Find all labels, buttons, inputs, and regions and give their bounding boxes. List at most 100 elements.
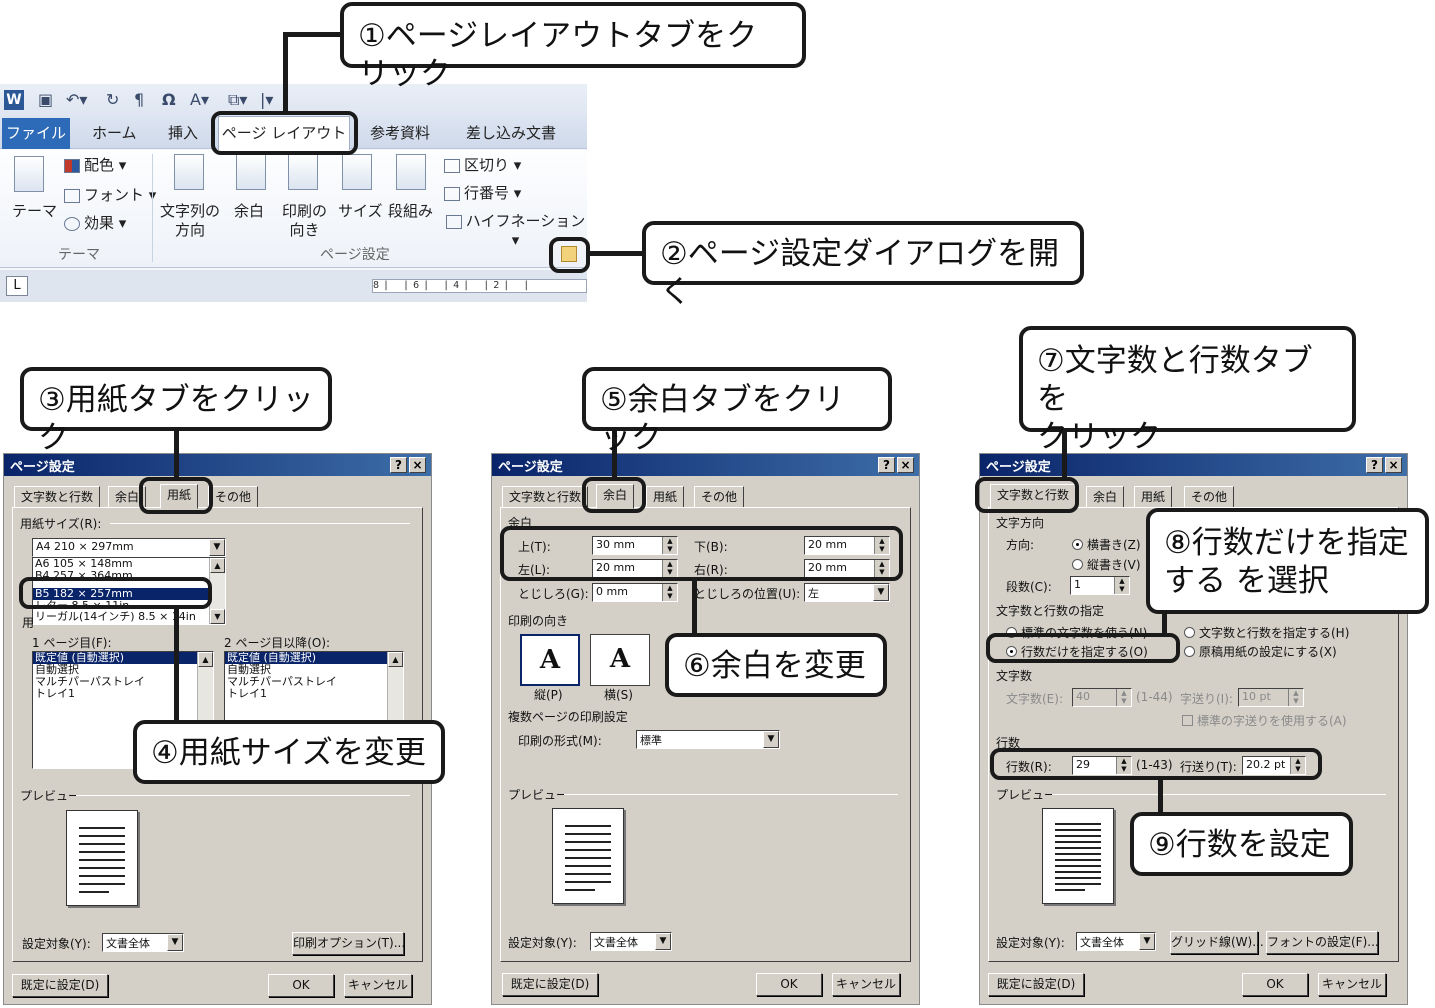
chevron-down-icon[interactable]: ▼ xyxy=(655,933,671,950)
help-button[interactable]: ? xyxy=(1366,457,1383,473)
set-default-button[interactable]: 既定に設定(D) xyxy=(988,973,1084,996)
font-settings-button[interactable]: フォントの設定(F)... xyxy=(1266,931,1379,954)
scroll-up-icon[interactable]: ▲ xyxy=(210,558,225,573)
spin-buttons[interactable]: ▲▼ xyxy=(1288,689,1303,706)
radio-button[interactable] xyxy=(1072,559,1083,570)
list-item[interactable]: トレイ1 xyxy=(227,687,267,700)
use-default-pitch-checkbox[interactable]: 標準の字送りを使用する(A) xyxy=(1182,712,1347,729)
list-item[interactable]: トレイ1 xyxy=(35,687,75,700)
close-button[interactable]: × xyxy=(1385,457,1402,473)
lines-input[interactable]: 29▲▼ xyxy=(1072,756,1132,775)
list-item[interactable]: 自動選択 xyxy=(227,663,271,676)
theme-colors-button[interactable]: 配色 ▾ xyxy=(64,156,126,175)
hyphenation-button[interactable]: ハイフネーション ▾ xyxy=(444,212,587,250)
theme-fonts-button[interactable]: フォント ▾ xyxy=(64,186,156,205)
theme-effects-button[interactable]: 効果 ▾ xyxy=(64,214,126,233)
ok-button[interactable]: OK xyxy=(756,973,822,996)
spin-buttons[interactable]: ▲▼ xyxy=(1290,757,1305,774)
tab-char-grid[interactable]: 文字数と行数 xyxy=(990,484,1077,509)
print-options-button[interactable]: 印刷オプション(T)... xyxy=(292,932,405,955)
apply-to-select[interactable]: 文書全体▼ xyxy=(590,932,672,951)
tab-margins[interactable]: 余白 xyxy=(1086,486,1125,508)
tab-other[interactable]: その他 xyxy=(208,486,259,508)
radio-button[interactable] xyxy=(1006,646,1017,657)
copy-icon[interactable]: ⧉▾ xyxy=(228,90,248,109)
set-default-button[interactable]: 既定に設定(D) xyxy=(12,974,108,997)
close-button[interactable]: × xyxy=(897,457,914,473)
radio-button[interactable] xyxy=(1006,627,1017,638)
list-item[interactable]: 自動選択 xyxy=(35,663,79,676)
tab-mailings[interactable]: 差し込み文書 xyxy=(466,124,557,142)
list-item-selected[interactable]: 既定値 (自動選択) xyxy=(225,652,403,664)
manuscript-radio[interactable]: 原稿用紙の設定にする(X) xyxy=(1184,643,1337,660)
grid-lines-button[interactable]: グリッド線(W)... xyxy=(1170,931,1264,954)
lines-only-radio[interactable]: 行数だけを指定する(O) xyxy=(1006,643,1148,660)
tab-other[interactable]: その他 xyxy=(1184,486,1235,508)
checkbox[interactable] xyxy=(1182,715,1193,726)
chevron-down-icon[interactable]: ▼ xyxy=(1139,933,1155,950)
radio-button[interactable] xyxy=(1184,646,1195,657)
apply-to-select[interactable]: 文書全体▼ xyxy=(102,933,184,952)
ok-button[interactable]: OK xyxy=(268,974,334,997)
tab-paper[interactable]: 用紙 xyxy=(160,484,199,509)
print-format-select[interactable]: 標準▼ xyxy=(636,730,780,749)
first-page-tray-list[interactable]: 既定値 (自動選択) 自動選択 マルチパーパストレイ トレイ1 ▲ xyxy=(32,651,214,769)
apply-to-select[interactable]: 文書全体▼ xyxy=(1076,932,1156,951)
chevron-down-icon[interactable]: ▼ xyxy=(873,584,889,601)
tab-home[interactable]: ホーム xyxy=(92,124,137,142)
scroll-down-icon[interactable]: ▼ xyxy=(210,609,225,624)
help-button[interactable]: ? xyxy=(878,457,895,473)
size-button[interactable]: サイズ xyxy=(338,202,383,220)
line-numbers-button[interactable]: 行番号 ▾ xyxy=(444,184,521,203)
text-effect-icon[interactable]: A▾ xyxy=(190,90,209,109)
pilcrow-icon[interactable]: ¶ xyxy=(134,90,145,109)
list-item[interactable]: レター 8.5 × 11in xyxy=(35,600,130,609)
list-item-selected[interactable]: B5 182 × 257mm xyxy=(33,588,225,600)
radio-button[interactable] xyxy=(1184,627,1195,638)
landscape-button[interactable]: A xyxy=(590,634,650,686)
spin-buttons[interactable]: ▲▼ xyxy=(874,560,889,577)
spin-buttons[interactable]: ▲▼ xyxy=(662,537,677,554)
portrait-button[interactable]: A xyxy=(520,634,580,686)
list-item[interactable]: B4 257 × 364mm xyxy=(35,570,133,580)
list-item[interactable]: A6 105 × 148mm xyxy=(35,557,133,570)
left-margin-input[interactable]: 20 mm▲▼ xyxy=(592,559,678,578)
tab-insert[interactable]: 挿入 xyxy=(168,124,199,142)
tab-page-layout[interactable]: ページ レイアウト xyxy=(218,116,350,150)
tab-selector[interactable]: L xyxy=(6,276,28,296)
margins-button[interactable]: 余白 xyxy=(234,202,265,220)
gutter-position-select[interactable]: 左▼ xyxy=(804,583,890,602)
scroll-up-icon[interactable]: ▲ xyxy=(388,652,403,667)
redo-icon[interactable]: ↻ xyxy=(106,90,120,109)
tab-char-grid[interactable]: 文字数と行数 xyxy=(502,486,589,508)
ok-button[interactable]: OK xyxy=(1242,973,1308,996)
tab-margins[interactable]: 余白 xyxy=(108,486,147,508)
spin-buttons[interactable]: ▲▼ xyxy=(662,584,677,601)
word-app-icon[interactable]: W xyxy=(4,90,24,110)
list-item[interactable]: リーガル(14インチ) 8.5 × 14in xyxy=(35,610,196,623)
tab-paper[interactable]: 用紙 xyxy=(646,486,685,508)
page-setup-dialog-launcher[interactable] xyxy=(561,246,577,262)
chevron-down-icon[interactable]: ▼ xyxy=(167,934,183,951)
tab-paper[interactable]: 用紙 xyxy=(1134,486,1173,508)
columns-button[interactable]: 段組み xyxy=(388,202,434,220)
chevron-down-icon[interactable]: ▼ xyxy=(209,539,225,556)
spin-buttons[interactable]: ▲▼ xyxy=(874,537,889,554)
tab-char-grid[interactable]: 文字数と行数 xyxy=(14,486,101,508)
horizontal-radio[interactable]: 横書き(Z) xyxy=(1072,536,1141,553)
save-icon[interactable]: ▣ xyxy=(38,90,54,109)
chars-and-lines-radio[interactable]: 文字数と行数を指定する(H) xyxy=(1184,624,1349,641)
bottom-margin-input[interactable]: 20 mm▲▼ xyxy=(804,536,890,555)
breaks-button[interactable]: 区切り ▾ xyxy=(444,156,521,175)
line-pitch-input[interactable]: 20.2 pt▲▼ xyxy=(1242,756,1306,775)
cancel-button[interactable]: キャンセル xyxy=(1318,973,1386,996)
gutter-input[interactable]: 0 mm▲▼ xyxy=(592,583,678,602)
char-pitch-input[interactable]: 10 pt▲▼ xyxy=(1238,688,1304,707)
help-button[interactable]: ? xyxy=(390,457,407,473)
spin-buttons[interactable]: ▲▼ xyxy=(1116,757,1131,774)
scroll-up-icon[interactable]: ▲ xyxy=(198,652,213,667)
text-direction-button[interactable]: 文字列の 方向 xyxy=(160,202,221,239)
qat-dropdown-icon[interactable]: |▾ xyxy=(260,90,274,109)
radio-button[interactable] xyxy=(1072,539,1083,550)
close-button[interactable]: × xyxy=(409,457,426,473)
